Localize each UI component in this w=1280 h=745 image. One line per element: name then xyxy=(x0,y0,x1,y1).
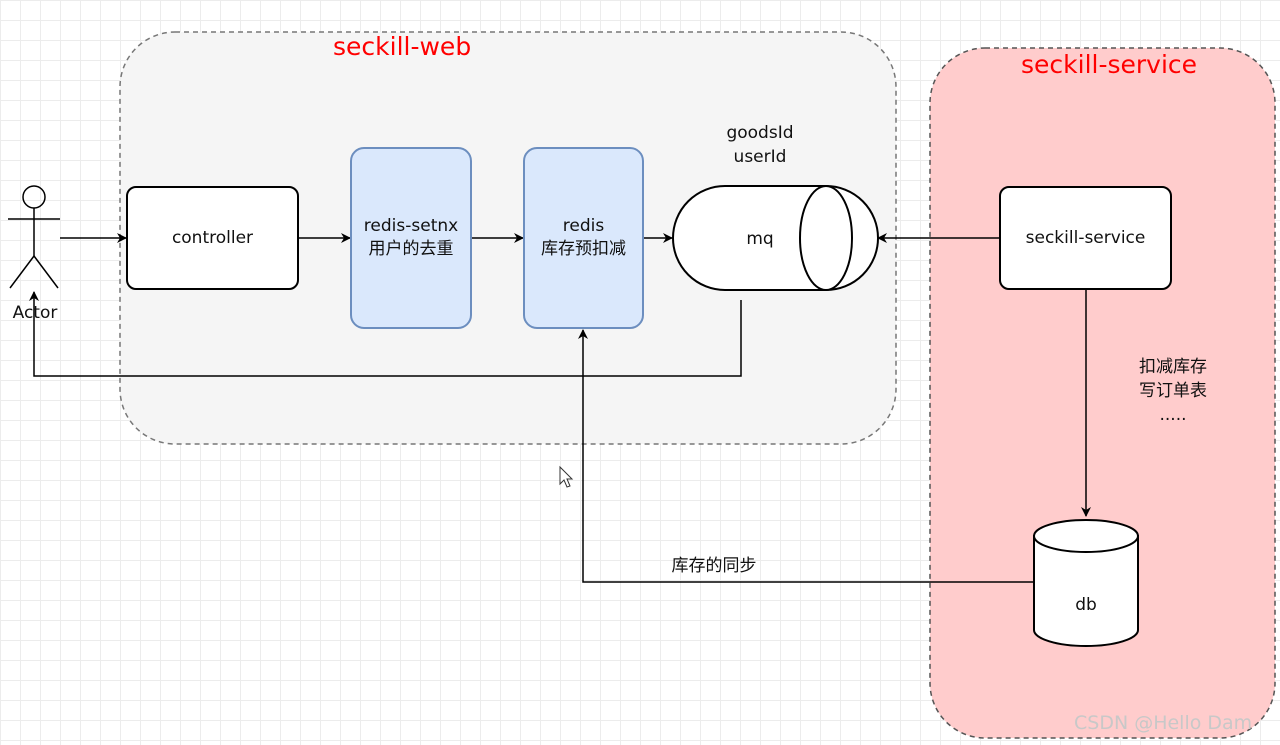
mouse-cursor-icon xyxy=(559,465,574,488)
edge-mq-actor-return xyxy=(29,291,742,377)
redis-setnx-label: redis-setnx xyxy=(363,216,459,237)
mq-param-goodsid: goodsId xyxy=(726,123,794,143)
edge-label-stock-sync: 库存的同步 xyxy=(671,556,757,576)
mq-label: mq xyxy=(746,229,774,249)
actor-label: Actor xyxy=(12,303,58,323)
edge-label-write-order: 写订单表 xyxy=(1139,381,1207,401)
controller-label: controller xyxy=(171,227,254,248)
watermark: CSDN @Hello Dam xyxy=(1074,712,1253,734)
mq-param-userid: userId xyxy=(733,147,787,167)
redis-stock-node[interactable]: redis 库存预扣减 xyxy=(523,147,644,329)
seckill-web-title: seckill-web xyxy=(333,32,472,61)
redis-stock-desc: 库存预扣减 xyxy=(541,239,626,259)
mq-queue-shape xyxy=(672,185,879,291)
seckill-service-node[interactable]: seckill-service xyxy=(999,186,1172,290)
controller-node[interactable]: controller xyxy=(126,186,299,290)
edge-label-deduct-stock: 扣减库存 xyxy=(1139,357,1207,377)
edge-label-ellipsis: ..... xyxy=(1159,405,1187,425)
edge-db-redis-sync xyxy=(578,329,1034,583)
redis-stock-label: redis xyxy=(562,216,605,237)
stick-figure-icon xyxy=(8,185,60,289)
redis-setnx-node[interactable]: redis-setnx 用户的去重 xyxy=(350,147,472,329)
seckill-service-label: seckill-service xyxy=(1025,227,1146,248)
seckill-service-title: seckill-service xyxy=(1021,50,1198,79)
redis-setnx-desc: 用户的去重 xyxy=(368,239,454,259)
db-cylinder-shape xyxy=(1033,519,1139,647)
db-label: db xyxy=(1075,595,1097,615)
